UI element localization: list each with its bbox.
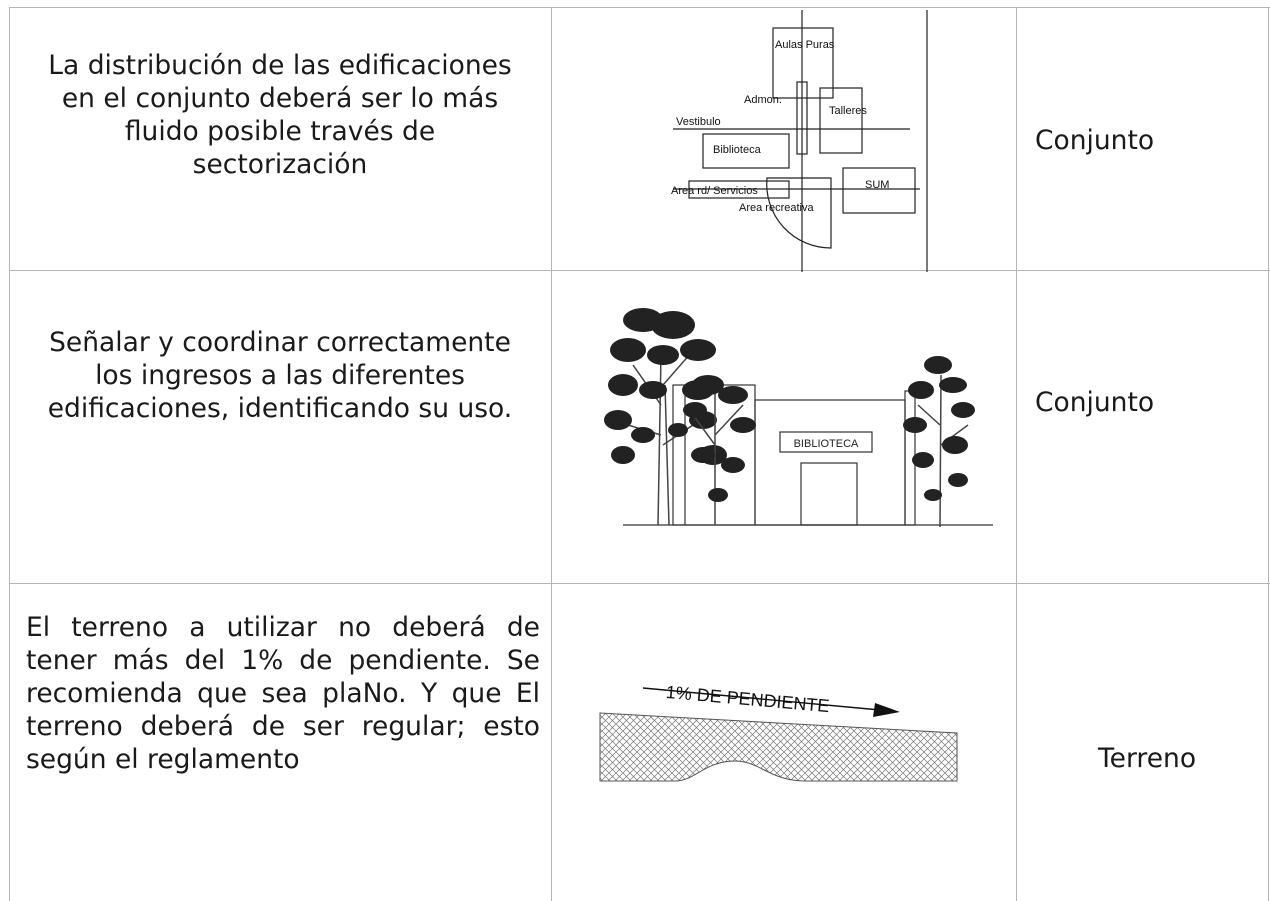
row3-description: El terreno a utilizar no deberá de tener… <box>26 611 540 776</box>
slope-diagram: 1% DE PENDIENTE <box>599 682 958 782</box>
label-sum: SUM <box>865 179 889 191</box>
area-recreativa-block <box>766 177 832 249</box>
row3-category-text: Terreno <box>1098 742 1197 774</box>
library-sign-text: BIBLIOTECA <box>794 438 859 450</box>
column-divider-1 <box>551 7 552 901</box>
label-talleres: Talleres <box>829 105 867 117</box>
table-left-border <box>9 7 10 901</box>
label-admon: Admon. <box>744 94 782 106</box>
corridor-block <box>796 81 808 155</box>
row2-category-text: Conjunto <box>1035 386 1155 418</box>
tree-icon <box>683 375 756 525</box>
label-aulas-puras: Aulas Puras <box>775 39 835 51</box>
row3-category: Terreno <box>1098 738 1196 778</box>
row1-category: Conjunto <box>1035 120 1154 160</box>
biblioteca-block <box>702 133 790 169</box>
row3-description-text: El terreno a utilizar no deberá de tener… <box>26 612 540 775</box>
talleres-block <box>819 87 863 154</box>
table-right-border <box>1268 7 1269 901</box>
tree-icon <box>604 308 727 526</box>
aulas-block <box>772 27 834 99</box>
tree-icon <box>903 356 975 528</box>
building-entrance-illustration: BIBLIOTECA <box>604 308 993 528</box>
row-divider-2 <box>9 583 1270 584</box>
terrain-section <box>599 712 958 782</box>
label-area-recreativa: Area recreativa <box>739 202 814 214</box>
slope-arrow-line <box>642 687 881 711</box>
slope-label: 1% DE PENDIENTE <box>665 682 830 716</box>
table-top-border <box>9 7 1270 8</box>
row1-category-text: Conjunto <box>1035 124 1155 156</box>
row2-category: Conjunto <box>1035 382 1154 422</box>
label-area-servicios: Area rd/ Servicios <box>671 185 758 197</box>
row1-description-text: La distribución de las edificaciones en … <box>48 50 512 180</box>
slope-arrow-head <box>873 703 900 717</box>
label-vestibulo: Vestibulo <box>676 116 721 128</box>
label-biblioteca: Biblioteca <box>713 144 762 156</box>
row1-description: La distribución de las edificaciones en … <box>20 40 540 190</box>
library-sign <box>779 431 873 453</box>
sectorization-diagram: Aulas Puras Admon. Talleres Vestibulo Bi… <box>671 10 928 272</box>
row2-description: Señalar y coordinar correctamente los in… <box>20 320 540 430</box>
row-divider-1 <box>9 270 1270 271</box>
sum-block <box>842 167 916 214</box>
row2-description-text: Señalar y coordinar correctamente los in… <box>47 326 513 424</box>
area-servicios-block <box>688 180 790 199</box>
door-icon <box>800 462 858 526</box>
column-divider-2 <box>1016 7 1017 901</box>
